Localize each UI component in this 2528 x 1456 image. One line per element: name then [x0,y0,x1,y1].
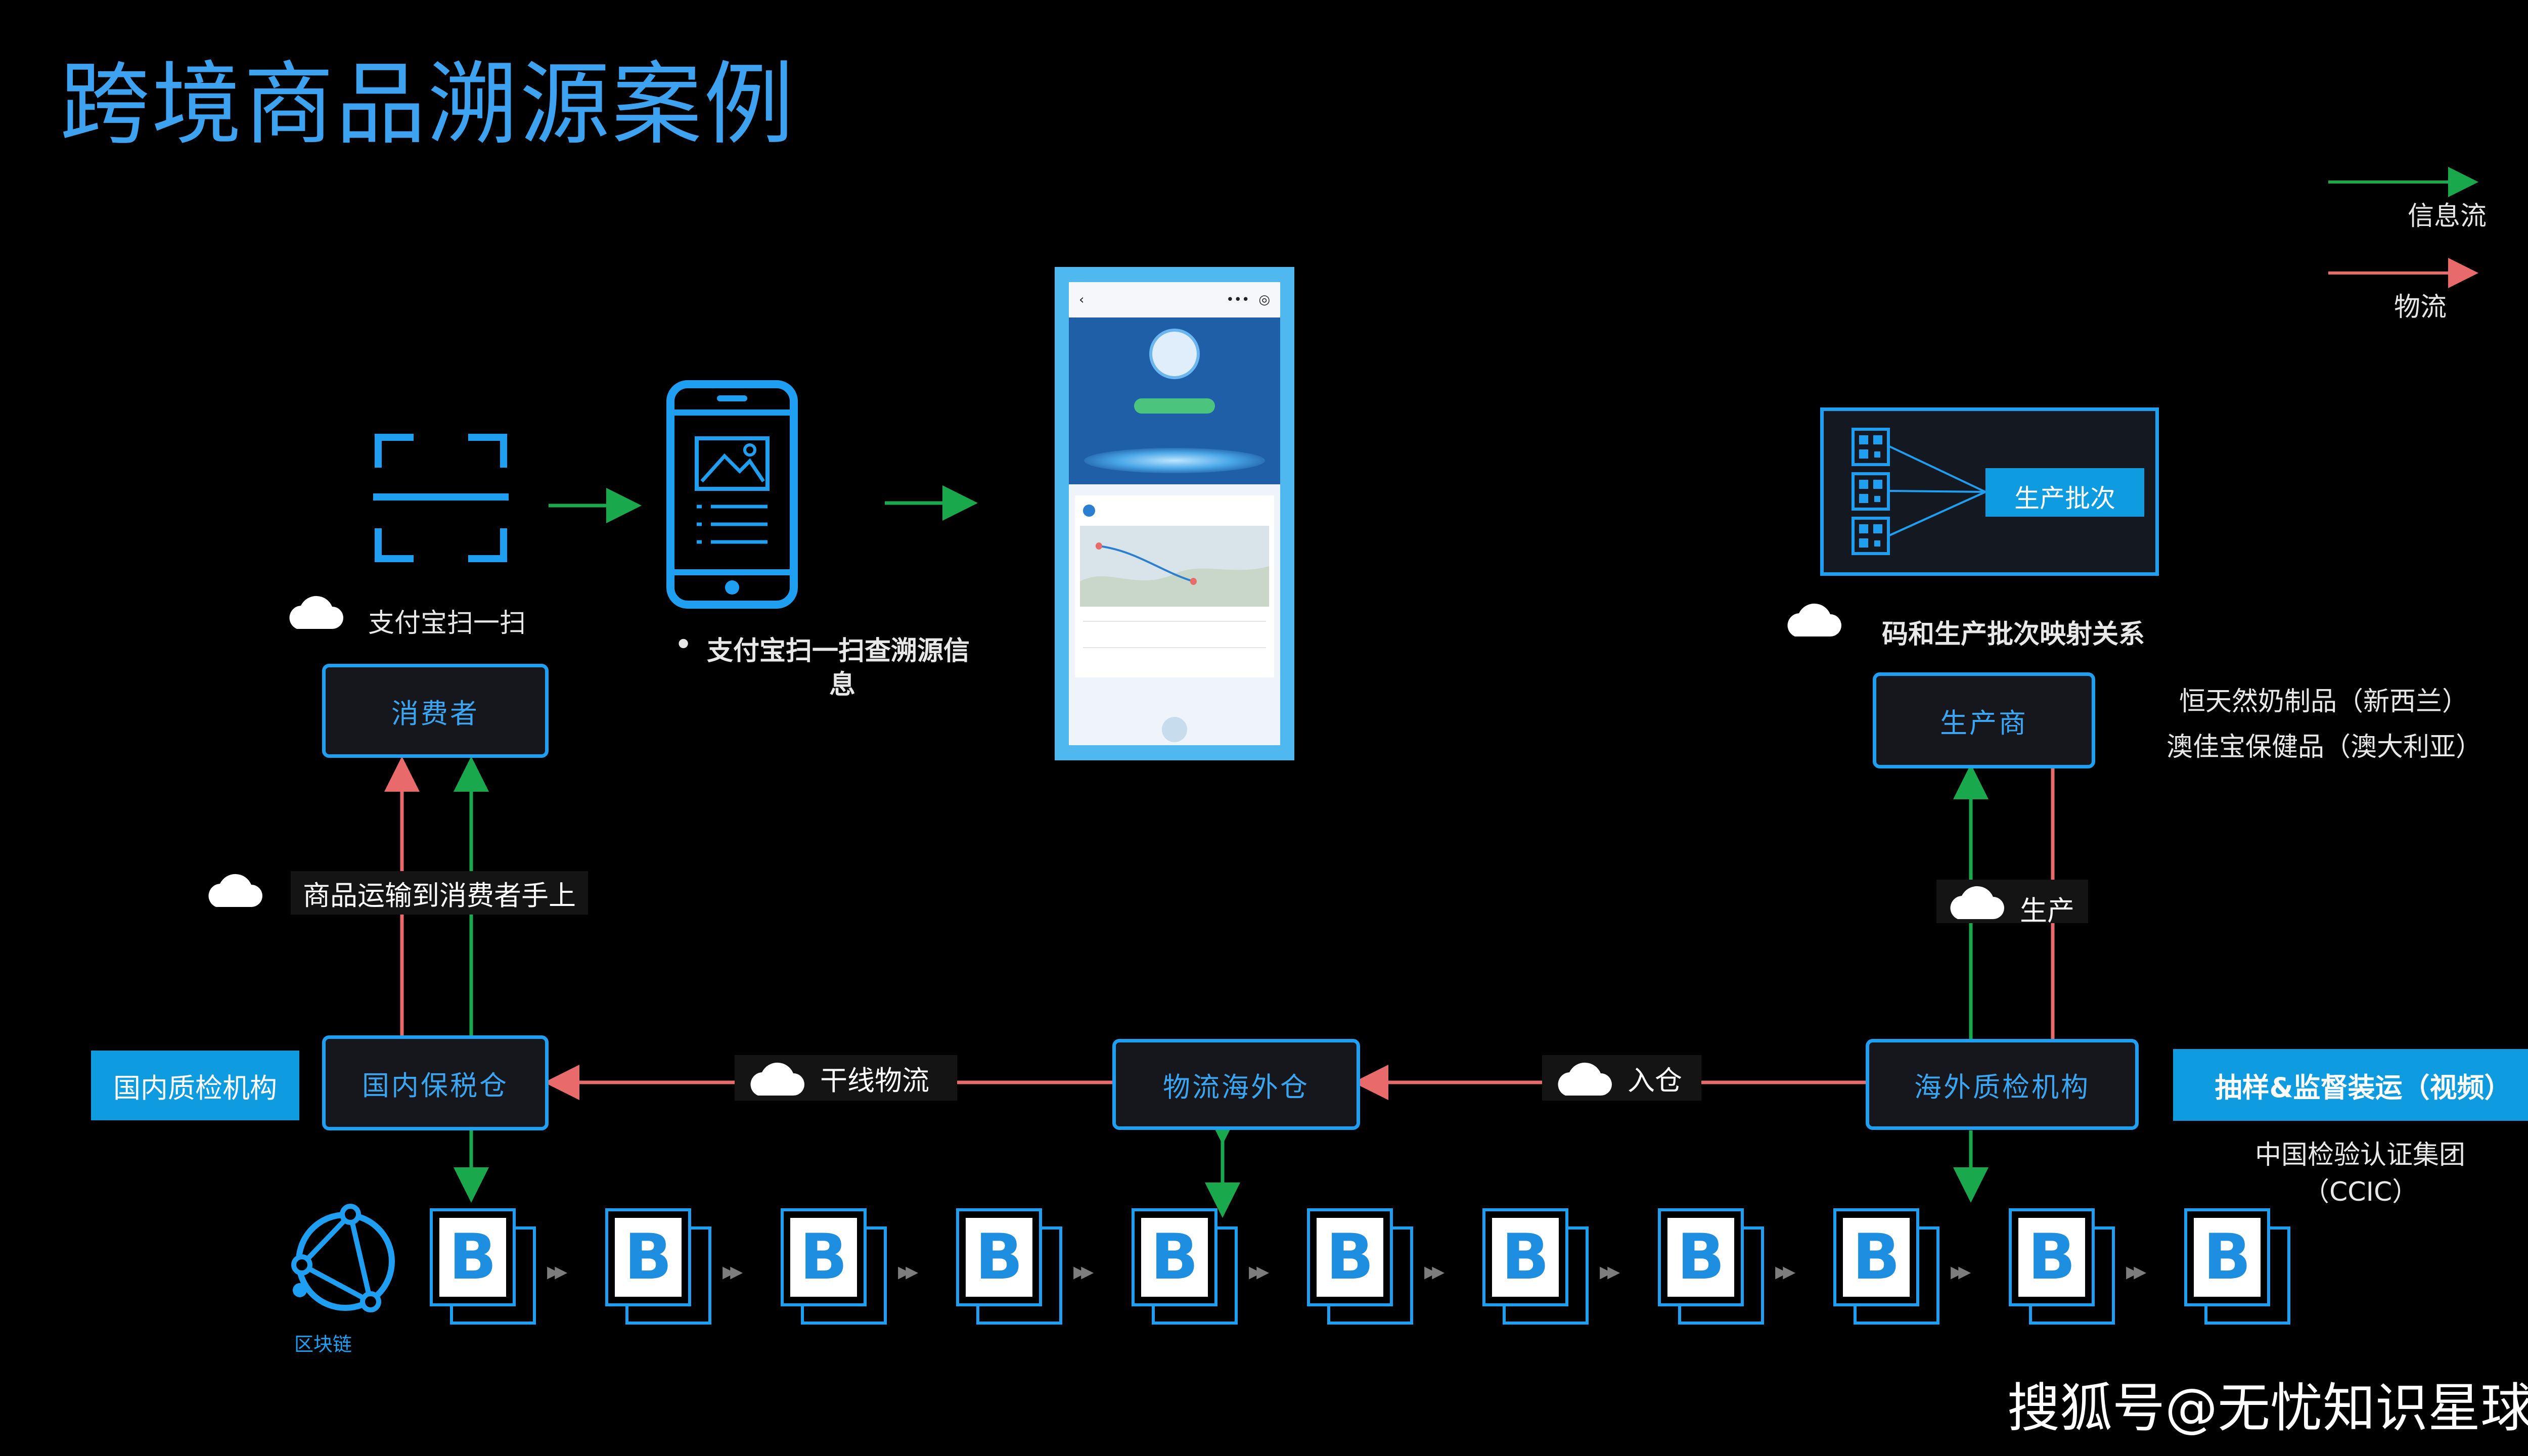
chain-link-separator: ▸▸ [1775,1256,1795,1286]
cloud-icon [289,596,343,629]
domestic-bonded-warehouse-node: 国内保税仓 [322,1035,549,1130]
overseas-inspection-node: 海外质检机构 [1866,1039,2139,1130]
block-glyph: B [1317,1218,1383,1297]
block-icon: B [2184,1208,2290,1325]
chain-link-separator: ▸▸ [1249,1256,1269,1286]
chain-link-separator: ▸▸ [1073,1256,1094,1286]
chain-link-separator: ▸▸ [1424,1256,1444,1286]
route-map-image [1080,526,1269,607]
chain-link-separator: ▸▸ [2126,1256,2146,1286]
app-logo-icon [1149,329,1200,379]
edge-label-to-consumer-text: 商品运输到消费者手上 [303,879,576,912]
block-glyph: B [1492,1218,1559,1297]
block-icon: B [1132,1208,1238,1325]
chain-link-separator: ▸▸ [547,1256,567,1286]
block-icon: B [1658,1208,1764,1325]
producer-node: 生产商 [1873,672,2095,768]
edge-label-trunk-logistics-text: 干线物流 [820,1064,929,1097]
chain-link-separator: ▸▸ [1951,1256,1971,1286]
app-hero-banner [1069,317,1280,484]
chain-link-separator: ▸▸ [898,1256,918,1286]
cloud-icon [1787,603,1841,636]
producer-note-1: 恒天然奶制品（新西兰） [2179,687,2469,717]
phone-caption-bullet: • [675,629,692,660]
blockchain-network-icon [291,1204,395,1312]
producer-note-2: 澳佳宝保健品（澳大利亚） [2166,732,2482,762]
edge-label-to-consumer: 商品运输到消费者手上 [291,871,588,915]
app-topbar: ‹•••◎ [1069,282,1280,317]
page-title: 跨境商品溯源案例 [60,52,796,157]
app-trace-card [1075,495,1274,677]
block-icon: B [781,1208,887,1325]
ccic-line1: 中国检验认证集团 [2255,1140,2466,1170]
chain-link-separator: ▸▸ [1600,1256,1620,1286]
phone-caption-line2: 息 [829,670,856,700]
block-icon: B [1482,1208,1589,1325]
earth-horizon-image [1084,448,1265,473]
block-glyph: B [1141,1218,1208,1297]
mapping-caption: 码和生产批次映射关系 [1882,619,2145,650]
legend-logistics-label: 物流 [2394,292,2447,323]
domestic-inspection-box: 国内质检机构 [91,1051,299,1120]
block-glyph: B [2194,1218,2261,1297]
phone-caption-line1: 支付宝扫一扫查溯源信 [707,636,970,666]
edge-label-production-text: 生产 [2020,894,2074,927]
app-home-button [1162,717,1187,742]
block-glyph: B [790,1218,857,1297]
block-icon: B [430,1208,536,1325]
block-glyph: B [439,1218,506,1297]
watermark-text: 搜狐号@无忧知识星球 [2007,1377,2528,1439]
block-icon: B [605,1208,711,1325]
edge-label-into-warehouse-text: 入仓 [1628,1064,1682,1097]
consumer-node: 消费者 [322,664,549,758]
scan-caption: 支付宝扫一扫 [368,608,526,639]
cloud-icon [1558,1062,1612,1096]
ccic-line2: （CCIC） [2303,1177,2419,1207]
legend-info-label: 信息流 [2408,201,2487,232]
qr-batch-mapping-panel: 生产批次 [1820,407,2159,576]
edge-label-trunk-logistics: 干线物流 [735,1055,957,1101]
block-icon: B [1307,1208,1413,1325]
sampling-supervision-box: 抽样&监督装运（视频） [2173,1049,2528,1121]
block-glyph: B [2018,1218,2085,1297]
overseas-logistics-warehouse-node: 物流海外仓 [1112,1039,1360,1130]
scan-frame-icon [373,434,509,562]
blockchain-label: 区块链 [294,1333,352,1355]
block-glyph: B [1843,1218,1910,1297]
block-glyph: B [1667,1218,1734,1297]
block-icon: B [2009,1208,2115,1325]
production-batch-box: 生产批次 [1985,468,2144,517]
chain-link-separator: ▸▸ [723,1256,743,1286]
block-glyph: B [966,1218,1032,1297]
edge-label-production: 生产 [1936,880,2088,927]
block-icon: B [1833,1208,1939,1325]
cloud-icon [1950,886,2004,919]
smartphone-icon [666,380,798,609]
block-glyph: B [615,1218,682,1297]
edge-label-into-warehouse: 入仓 [1542,1055,1701,1101]
block-icon: B [956,1208,1062,1325]
trace-app-screenshot: ‹•••◎ [1055,267,1294,760]
cloud-icon [208,874,262,907]
cloud-icon [750,1062,804,1096]
app-status-pill [1134,398,1215,414]
